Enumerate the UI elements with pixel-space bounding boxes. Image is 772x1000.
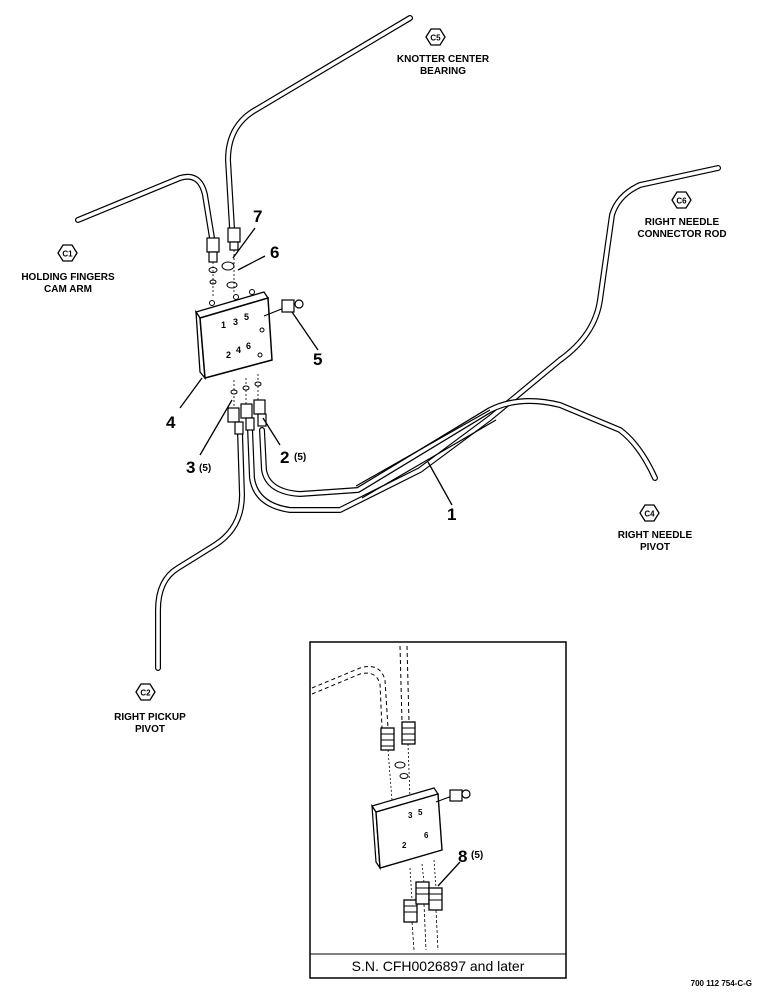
tube-lower-second xyxy=(259,398,658,497)
leader-4 xyxy=(179,377,203,409)
callout-c4-line1: RIGHT NEEDLE xyxy=(618,530,693,541)
block-port-2: 2 xyxy=(226,350,231,360)
callout-c2-line1: RIGHT PICKUP xyxy=(114,712,186,723)
callout-c6-line2: CONNECTOR ROD xyxy=(637,229,726,240)
leader-7 xyxy=(232,227,256,259)
callout-c1-line2: CAM ARM xyxy=(44,284,92,295)
tube-right-pickup xyxy=(155,429,245,671)
inset-caption: S.N. CFH0026897 and later xyxy=(352,958,525,974)
inset-block-port-6: 6 xyxy=(424,831,429,840)
leader-2 xyxy=(262,417,281,446)
leader-5 xyxy=(291,311,319,351)
grease-zerk xyxy=(281,299,304,313)
distribution-block: 1 3 5 2 4 6 xyxy=(194,289,304,380)
block-port-3: 3 xyxy=(233,317,238,327)
part-number-8: 8 xyxy=(458,847,467,866)
part-3-quantity: (5) xyxy=(199,463,211,474)
block-port-4: 4 xyxy=(236,345,241,355)
part-2-quantity: (5) xyxy=(294,452,306,463)
upper-fittings xyxy=(206,227,241,296)
callout-c6: C6 RIGHT NEEDLE CONNECTOR ROD xyxy=(637,191,727,240)
callout-c1-line1: HOLDING FINGERS xyxy=(21,272,115,283)
tube-lower-main xyxy=(247,165,721,513)
callout-c6-code: C6 xyxy=(676,197,687,206)
leader-1 xyxy=(427,461,453,506)
block-port-1: 1 xyxy=(221,320,226,330)
callout-c1-code: C1 xyxy=(62,250,73,259)
part-number-6: 6 xyxy=(270,243,279,262)
part-number-2: 2 xyxy=(280,448,289,467)
callout-c2-code: C2 xyxy=(140,689,151,698)
part-8-quantity: (5) xyxy=(471,850,483,861)
grease-zerk-stem xyxy=(263,307,285,317)
callout-c2-line2: PIVOT xyxy=(135,724,165,735)
block-port-6: 6 xyxy=(246,341,251,351)
part-number-5: 5 xyxy=(313,350,322,369)
part-number-4: 4 xyxy=(166,413,176,432)
callout-c5-code: C5 xyxy=(430,34,441,43)
callout-c5-line1: KNOTTER CENTER xyxy=(397,54,490,65)
tube-holding-fingers xyxy=(75,173,215,241)
inset-block-port-5: 5 xyxy=(418,808,423,817)
inset-block-port-3: 3 xyxy=(408,811,413,820)
callout-c2: C2 RIGHT PICKUP PIVOT xyxy=(114,683,186,735)
callout-c4-code: C4 xyxy=(644,510,655,519)
part-number-7: 7 xyxy=(253,207,262,226)
callout-c1: C1 HOLDING FINGERS CAM ARM xyxy=(21,244,115,295)
callout-c5-line2: BEARING xyxy=(420,66,466,77)
part-number-1: 1 xyxy=(447,505,456,524)
inset-block-port-2: 2 xyxy=(402,841,407,850)
lower-fittings xyxy=(227,374,267,435)
figure-id: 700 112 754-C-G xyxy=(691,979,752,988)
inset-panel: 3 5 2 6 8 (5) S.N. CFH0026897 and later xyxy=(309,641,567,979)
callout-c4-line2: PIVOT xyxy=(640,542,670,553)
block-port-5: 5 xyxy=(244,312,249,322)
leader-6 xyxy=(237,255,266,271)
leader-3 xyxy=(199,399,233,456)
callout-c4: C4 RIGHT NEEDLE PIVOT xyxy=(618,504,693,553)
tube-knotter-center xyxy=(225,15,413,231)
tube-sleeve xyxy=(355,409,497,499)
part-number-3: 3 xyxy=(186,458,195,477)
callout-c6-line1: RIGHT NEEDLE xyxy=(645,217,720,228)
callout-c5: C5 KNOTTER CENTER BEARING xyxy=(397,28,490,77)
